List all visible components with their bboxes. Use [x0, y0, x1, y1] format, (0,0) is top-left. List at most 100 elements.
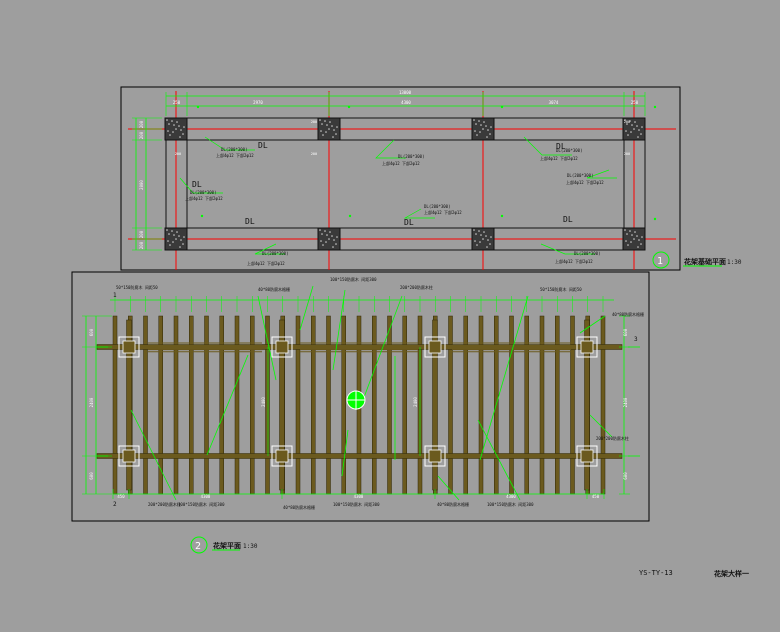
plan2-leader: [332, 289, 346, 371]
plan2-rafter: [448, 315, 453, 495]
plan1-beam-tag-bottom-left: DL: [245, 217, 255, 226]
plan2-leader: [589, 414, 613, 438]
plan2-grid-mark-3: 3: [634, 336, 638, 343]
plan1-dim-left: 200: [139, 120, 144, 128]
plan1-footing-hatch: [182, 243, 184, 245]
plan1-footing-hatch: [335, 133, 337, 135]
plan1-footing-hatch: [637, 136, 639, 138]
plan1-footing-hatch: [624, 229, 626, 231]
plan1-footing-hatch: [482, 128, 484, 130]
plan2-column: [275, 449, 289, 463]
plan2-callout-i: 40*80防腐木格栅: [283, 504, 315, 510]
plan1-footing-hatch: [171, 230, 173, 232]
plan1-footing-hatch: [630, 241, 632, 243]
plan2-leader: [341, 429, 349, 477]
plan1-footing-hatch: [483, 121, 485, 123]
plan1-footing-hatch: [182, 133, 184, 135]
plan1-dim-top: 3074: [549, 100, 559, 105]
plan1-footing-hatch: [173, 124, 175, 126]
plan1-footing-hatch: [625, 130, 627, 132]
plan1-leader: [540, 243, 595, 255]
plan1-footing-hatch: [636, 125, 638, 127]
plan1-footing-hatch: [487, 239, 489, 241]
plan1-leader: [586, 169, 617, 179]
plan1-footing-hatch: [487, 129, 489, 131]
plan1-footing-hatch: [634, 231, 636, 233]
plan1-note-line2-e: 上部4φ12 下部2φ12: [566, 179, 604, 185]
plan1-note-line1-e: DL(200*300): [567, 173, 594, 178]
plan1-note-line1-b: DL(200*300): [398, 154, 425, 159]
plan2-callout-f: 40*80防腐木格栅: [612, 311, 644, 317]
plan1-note-line1-f: DL(200*300): [424, 204, 451, 209]
plan2-callout-e: 50*150防腐木 间距50: [540, 286, 582, 292]
plan1-footing-hatch: [329, 121, 331, 123]
plan1-footing-hatch: [331, 125, 333, 127]
plan1-leader: [523, 136, 572, 156]
plan1-marker: [347, 105, 351, 109]
plan1-footing-hatch: [473, 119, 475, 121]
plan1-note-line1-c: DL(200*300): [556, 148, 583, 153]
plan1-footing-hatch: [626, 123, 628, 125]
plan1-dim-local: 200: [311, 152, 317, 156]
plan1-beam-note: DL(200*300) 上部4φ12 下部2φ12 DL(200*300) 上部…: [185, 147, 604, 266]
plan1-footing-hatch: [483, 231, 485, 233]
plan1-footing-hatch: [482, 238, 484, 240]
plan1-footing-hatch: [178, 235, 180, 237]
plan1-footing-hatch: [326, 234, 328, 236]
sheet-title: 花架大样一: [714, 569, 749, 578]
plan2-dim-left: 600: [89, 472, 94, 480]
plan1-dim-left: 200: [139, 241, 144, 249]
plan1-footing-hatch: [320, 130, 322, 132]
plan2-leader: [206, 354, 249, 456]
plan1-dim-local: 200: [175, 152, 181, 156]
plan1-marker: [196, 105, 200, 109]
plan1-footing-hatch: [629, 230, 631, 232]
plan1-footing-hatch: [331, 235, 333, 237]
plan1-footing-hatch: [178, 125, 180, 127]
plan1-marker: [500, 214, 504, 218]
plan1-footing-hatch: [324, 120, 326, 122]
plan1-note-line2-c: 上部4φ12 下部2φ12: [540, 155, 578, 161]
plan1-leader: [204, 136, 255, 151]
plan1-footing-hatch: [175, 238, 177, 240]
plan1-note-line2-h: 上部4φ12 下部2φ12: [555, 258, 593, 264]
plan2-rafter: [570, 315, 575, 495]
plan1-note-line1-d: DL(200*300): [190, 190, 217, 195]
plan2-column: [122, 340, 136, 354]
plan2-column: [428, 340, 442, 354]
plan1-footing-hatch: [476, 134, 478, 136]
plan1-footing-hatch: [475, 123, 477, 125]
plan1-footing-hatch: [332, 136, 334, 138]
plan1-number: 1: [657, 256, 663, 267]
plan1-footing-hatch: [489, 243, 491, 245]
plan2-rafter: [112, 315, 118, 495]
plan1-footing-hatch: [475, 233, 477, 235]
plan1-footing-hatch: [478, 230, 480, 232]
plan1-footing-hatch: [474, 130, 476, 132]
plan1-footing-hatch: [320, 240, 322, 242]
plan1-footing-hatch: [633, 128, 635, 130]
plan1-footing-hatch: [634, 121, 636, 123]
plan2-dim-bottom: 450: [117, 494, 125, 499]
plan2-leader: [130, 409, 177, 501]
plan1-footing-hatch: [332, 246, 334, 248]
plan1-footing-hatch: [627, 134, 629, 136]
plan2-rafter: [295, 315, 301, 495]
plan1-dim-left: 200: [139, 230, 144, 238]
plan1-footing-hatch: [183, 236, 185, 238]
plan1-note-line2-g: 上部4φ12 下部2φ12: [247, 260, 285, 266]
plan2-column-outline: [576, 445, 598, 467]
plan1-footing-hatch: [631, 234, 633, 236]
plan1-leader: [254, 243, 285, 255]
plan1-footing-hatch: [485, 235, 487, 237]
plan1-footing-hatch: [167, 240, 169, 242]
plan2-column: [122, 449, 136, 463]
plan1-note-line2-d: 上部4φ12 下部2φ12: [185, 195, 223, 201]
plan1-note-line2-b: 上部4φ12 下部2φ12: [382, 160, 420, 166]
plan1-footing-hatch: [328, 238, 330, 240]
plan1-footing-hatch: [326, 124, 328, 126]
plan2-callout-a: 50*150防腐木 间距50: [116, 284, 158, 290]
plan2-leader: [479, 295, 529, 461]
plan2-leader: [257, 295, 277, 381]
plan1-footing-hatch: [490, 236, 492, 238]
